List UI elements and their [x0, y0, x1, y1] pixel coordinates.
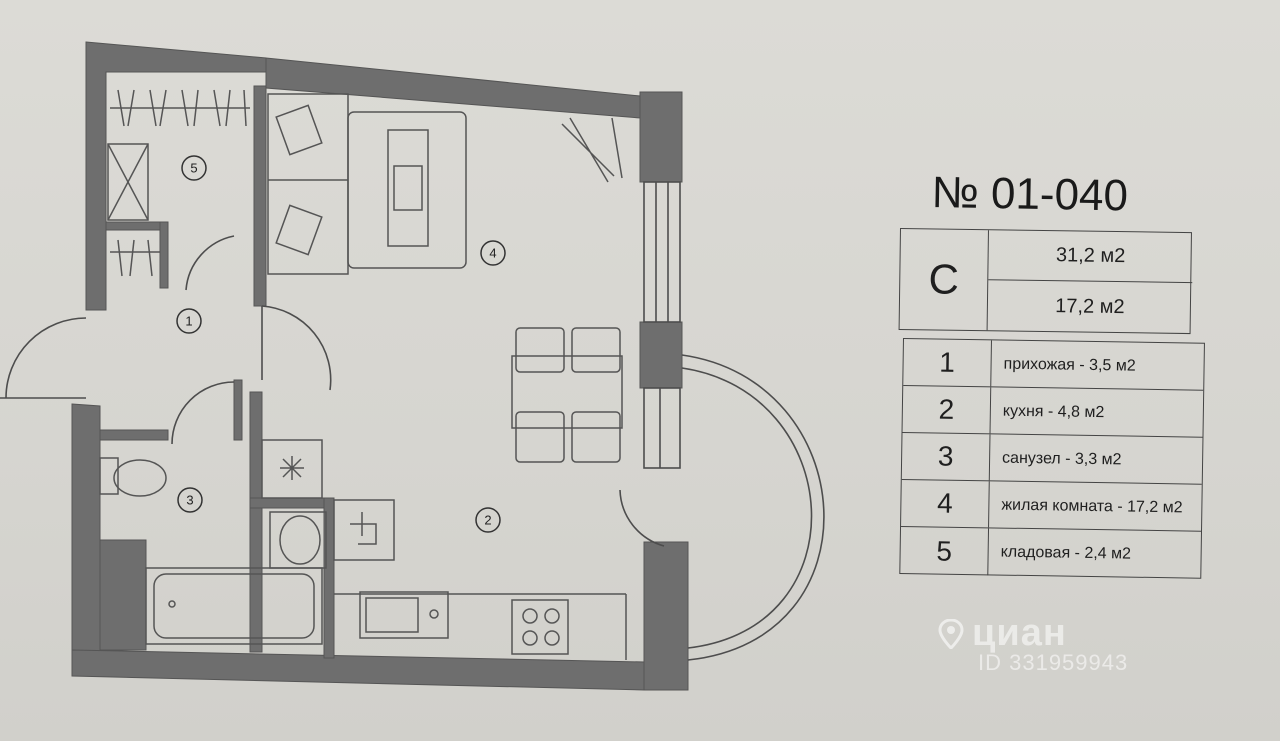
- room-description: кухня - 4,8 м2: [1002, 402, 1105, 421]
- watermark-brand-text: циан: [972, 612, 1067, 654]
- room-row: 2 кухня - 4,8 м2: [902, 386, 1204, 438]
- living-area: 17,2 м2: [1055, 294, 1125, 318]
- bathroom-fixtures: [99, 439, 327, 645]
- room-number: 1: [903, 339, 992, 387]
- watermark-brand: циан: [938, 612, 1067, 655]
- room-row: 3 санузел - 3,3 м2: [901, 433, 1203, 485]
- wardrobe: [107, 89, 250, 277]
- room-marker-2: 2: [475, 507, 501, 533]
- interior-walls: [99, 85, 335, 659]
- apartment-type: С: [899, 229, 989, 331]
- total-area: 31,2 м2: [988, 230, 1193, 284]
- room-marker-4: 4: [480, 240, 506, 266]
- balcony-outline-inner: [681, 367, 813, 649]
- room-row: 1 прихожая - 3,5 м2: [903, 339, 1204, 391]
- room-marker-label: 3: [186, 493, 193, 508]
- room-description: санузел - 3,3 м2: [1002, 449, 1122, 468]
- room-number: 5: [900, 526, 990, 576]
- window: [643, 181, 681, 469]
- room-number: 4: [901, 479, 990, 528]
- room-marker-3: 3: [177, 487, 203, 513]
- watermark: циан ID 331959943: [938, 612, 1127, 675]
- summary-table: С 31,2 м2 17,2 м2: [898, 228, 1193, 335]
- room-number: 3: [901, 433, 991, 481]
- room-number: 2: [902, 386, 992, 434]
- room-description: кладовая - 2,4 м2: [1000, 543, 1132, 563]
- room-marker-label: 1: [185, 314, 192, 329]
- kitchen-fixtures: [333, 499, 627, 660]
- room-row: 4 жилая комната - 17,2 м2: [901, 479, 1202, 532]
- room-description: жилая комната - 17,2 м2: [1001, 496, 1183, 516]
- apartment-number: № 01-040: [931, 168, 1129, 221]
- living-furniture: [267, 93, 623, 275]
- watermark-id: ID 331959943: [978, 650, 1129, 675]
- outer-walls: [71, 41, 689, 691]
- room-row: 5 кладовая - 2,4 м2: [900, 526, 1201, 579]
- room-marker-1: 1: [176, 308, 202, 334]
- room-description: прихожая - 3,5 м2: [1003, 355, 1136, 375]
- room-marker-5: 5: [181, 155, 207, 181]
- room-marker-label: 2: [484, 513, 491, 528]
- dining-set: [511, 327, 623, 463]
- location-pin-icon: [938, 618, 964, 649]
- room-marker-label: 5: [190, 161, 197, 176]
- rooms-table: 1 прихожая - 3,5 м2 2 кухня - 4,8 м2 3 с…: [899, 338, 1205, 579]
- room-marker-label: 4: [489, 246, 496, 261]
- balcony-outline: [681, 354, 825, 661]
- doors: [0, 235, 665, 547]
